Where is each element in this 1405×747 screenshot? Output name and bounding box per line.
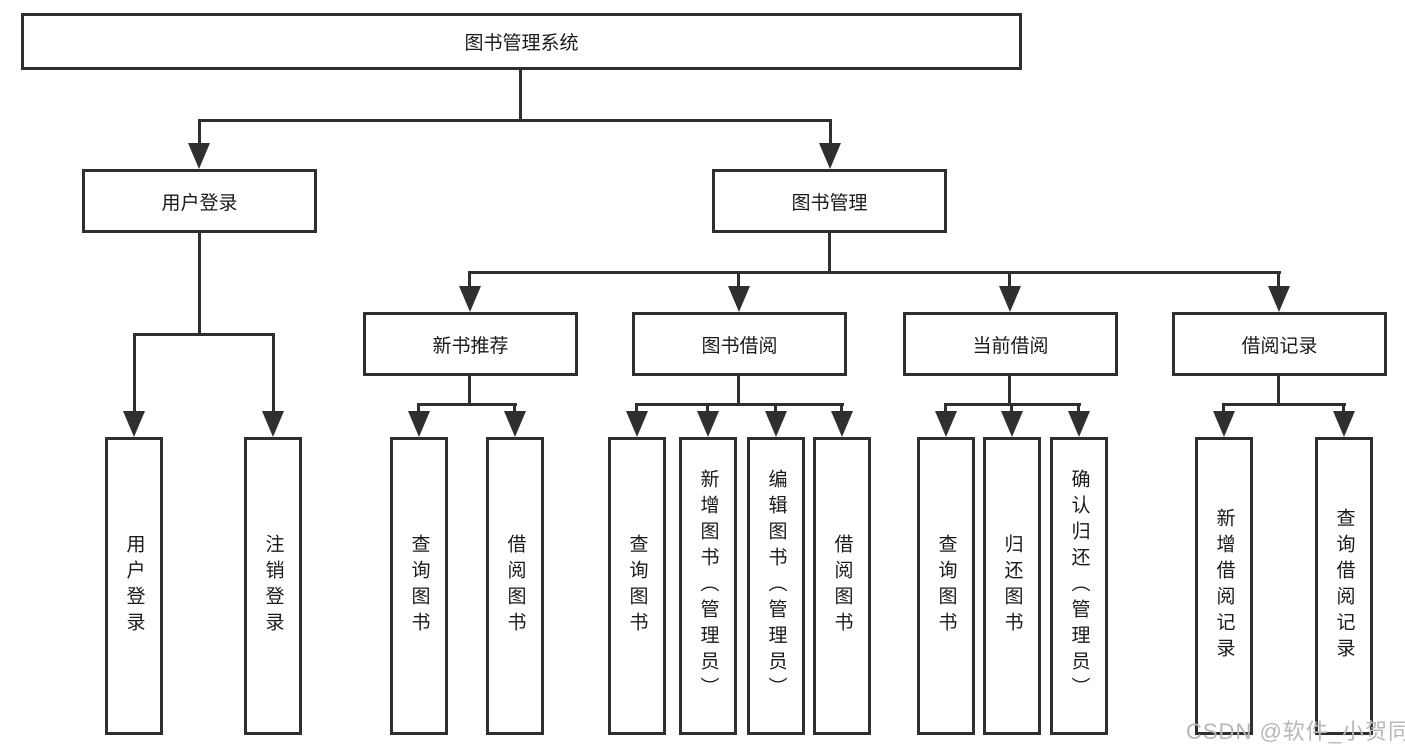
leaf-query-books-current: 查询图书 [917, 437, 975, 735]
node-book-management: 图书管理 [712, 169, 947, 233]
connector-line [198, 119, 832, 122]
connector-line [1008, 376, 1011, 405]
arrow-down-icon [262, 411, 284, 437]
leaf-return-book: 归还图书 [983, 437, 1041, 735]
arrow-down-icon [831, 411, 853, 437]
connector-line [635, 403, 638, 411]
connector-line [133, 333, 136, 411]
connector-line [1222, 403, 1225, 411]
arrow-down-icon [935, 411, 957, 437]
connector-line [737, 271, 740, 286]
connector-line [1277, 271, 1280, 286]
connector-line [417, 403, 420, 411]
arrow-down-icon [188, 143, 210, 169]
arrow-down-icon [408, 411, 430, 437]
connector-line [198, 119, 201, 143]
arrow-down-icon [1333, 411, 1355, 437]
arrow-down-icon [1213, 411, 1235, 437]
connector-line [774, 403, 777, 411]
leaf-borrow-books-recommend: 借阅图书 [486, 437, 544, 735]
connector-line [737, 376, 740, 405]
connector-line [1277, 376, 1280, 405]
connector-line [944, 403, 947, 411]
connector-line [1008, 271, 1011, 286]
connector-line [469, 271, 1281, 274]
arrow-down-icon [765, 411, 787, 437]
leaf-logout: 注销登录 [244, 437, 302, 735]
leaf-edit-book-admin: 编辑图书（管理员） [747, 437, 805, 735]
node-user-login: 用户登录 [82, 169, 317, 233]
node-current-borrow: 当前借阅 [903, 312, 1118, 376]
arrow-down-icon [819, 143, 841, 169]
connector-line [1223, 403, 1346, 406]
leaf-user-login: 用户登录 [105, 437, 163, 735]
arrow-down-icon [1068, 411, 1090, 437]
connector-line [418, 403, 517, 406]
arrow-down-icon [459, 286, 481, 312]
arrow-down-icon [504, 411, 526, 437]
arrow-down-icon [697, 411, 719, 437]
connector-line [945, 403, 1081, 406]
arrow-down-icon [999, 286, 1021, 312]
connector-line [706, 403, 709, 411]
arrow-down-icon [123, 411, 145, 437]
connector-line [468, 376, 471, 405]
connector-line [519, 70, 522, 120]
connector-line [133, 333, 275, 336]
connector-line [468, 271, 471, 286]
connector-line [1010, 403, 1013, 411]
watermark-text: CSDN @软件_小贺同学 [1186, 719, 1405, 744]
arrow-down-icon [626, 411, 648, 437]
connector-line [198, 233, 201, 336]
arrow-down-icon [728, 286, 750, 312]
node-book-management-system: 图书管理系统 [21, 13, 1022, 70]
leaf-query-books-borrow: 查询图书 [608, 437, 666, 735]
leaf-query-borrow-record: 查询借阅记录 [1315, 437, 1373, 735]
node-borrow-records: 借阅记录 [1172, 312, 1387, 376]
leaf-confirm-return-admin: 确认归还（管理员） [1050, 437, 1108, 735]
connector-line [1342, 403, 1345, 411]
connector-line [272, 333, 275, 411]
connector-line [829, 119, 832, 143]
node-new-book-recommend: 新书推荐 [363, 312, 578, 376]
connector-line [636, 403, 844, 406]
leaf-query-books-recommend: 查询图书 [390, 437, 448, 735]
leaf-add-book-admin: 新增图书（管理员） [679, 437, 737, 735]
connector-line [1077, 403, 1080, 411]
connector-line [828, 233, 831, 273]
leaf-borrow-books: 借阅图书 [813, 437, 871, 735]
connector-line [840, 403, 843, 411]
connector-line [513, 403, 516, 411]
arrow-down-icon [1001, 411, 1023, 437]
node-book-borrow: 图书借阅 [632, 312, 847, 376]
leaf-add-borrow-record: 新增借阅记录 [1195, 437, 1253, 735]
arrow-down-icon [1268, 286, 1290, 312]
